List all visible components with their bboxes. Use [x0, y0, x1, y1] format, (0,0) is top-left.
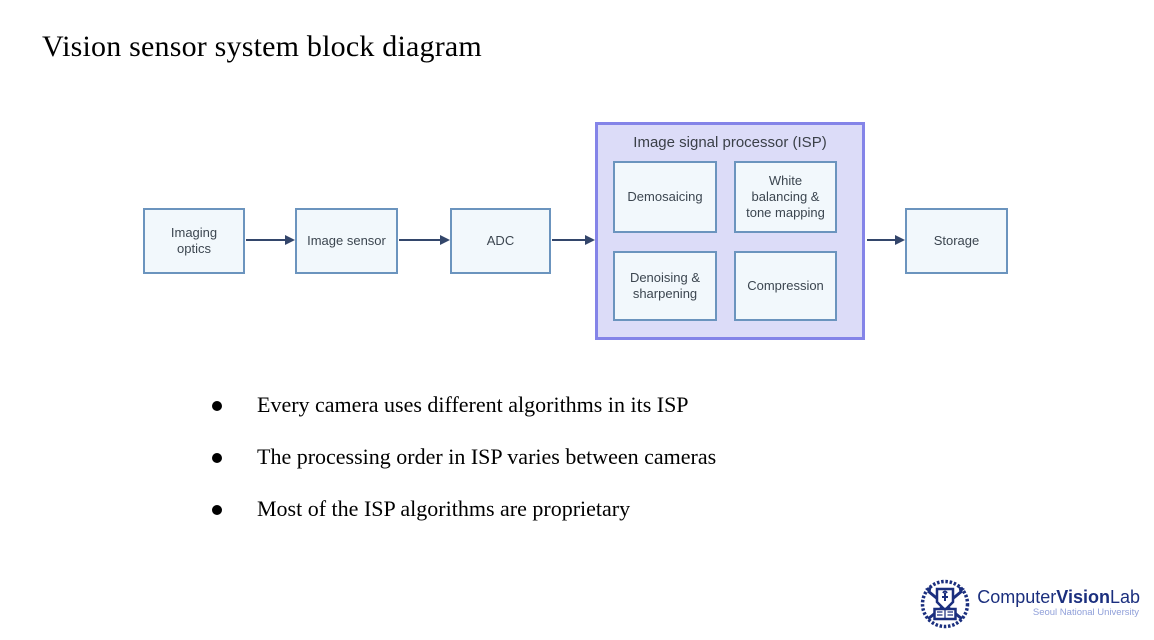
isp-title: Image signal processor (ISP): [633, 134, 827, 151]
bullet-text: The processing order in ISP varies betwe…: [257, 444, 717, 469]
bullet-dot-icon: [212, 505, 222, 515]
arrow-icon: [399, 235, 450, 245]
node-demosaicing: Demosaicing: [613, 161, 717, 233]
node-label: Compression: [747, 277, 824, 293]
arrow-icon: [246, 235, 295, 245]
lab-logo: ComputerVisionLab Seoul National Univers…: [920, 578, 1140, 630]
node-label: Storage: [933, 232, 980, 248]
bullet-item: Most of the ISP algorithms are proprieta…: [212, 494, 716, 524]
bullet-dot-icon: [212, 453, 222, 463]
isp-container: Image signal processor (ISP) Demosaicing…: [595, 122, 865, 340]
bullet-text: Most of the ISP algorithms are proprieta…: [257, 496, 631, 521]
bullet-list: Every camera uses different algorithms i…: [212, 390, 716, 546]
node-white-balancing: White balancing & tone mapping: [734, 161, 837, 233]
bullet-dot-icon: [212, 401, 222, 411]
arrow-icon: [552, 235, 595, 245]
logo-subtitle: Seoul National University: [1032, 607, 1139, 619]
arrow-icon: [867, 235, 905, 245]
node-adc: ADC: [450, 208, 551, 274]
logo-text: ComputerVisionLab Seoul National Univers…: [977, 588, 1140, 619]
bullet-item: Every camera uses different algorithms i…: [212, 390, 716, 420]
node-label: White balancing & tone mapping: [746, 172, 825, 221]
page-title: Vision sensor system block diagram: [42, 30, 482, 63]
logo-brand-bold: Vision: [1056, 587, 1110, 608]
logo-brand-prefix: Computer: [977, 587, 1057, 608]
bullet-item: The processing order in ISP varies betwe…: [212, 442, 716, 472]
snu-crest-icon: [920, 579, 970, 629]
node-image-sensor: Image sensor: [295, 208, 398, 274]
node-label: Demosaicing: [627, 188, 703, 204]
node-storage: Storage: [905, 208, 1008, 274]
bullet-text: Every camera uses different algorithms i…: [257, 392, 689, 417]
node-compression: Compression: [734, 251, 837, 321]
node-label: Denoising & sharpening: [629, 269, 701, 301]
logo-brand-suffix: Lab: [1109, 587, 1140, 608]
logo-brand: ComputerVisionLab: [977, 588, 1140, 607]
node-imaging-optics: Imaging optics: [143, 208, 245, 274]
node-denoising: Denoising & sharpening: [613, 251, 717, 321]
node-label: Imaging optics: [170, 224, 218, 256]
node-label: Image sensor: [307, 232, 386, 248]
node-label: ADC: [486, 232, 515, 248]
